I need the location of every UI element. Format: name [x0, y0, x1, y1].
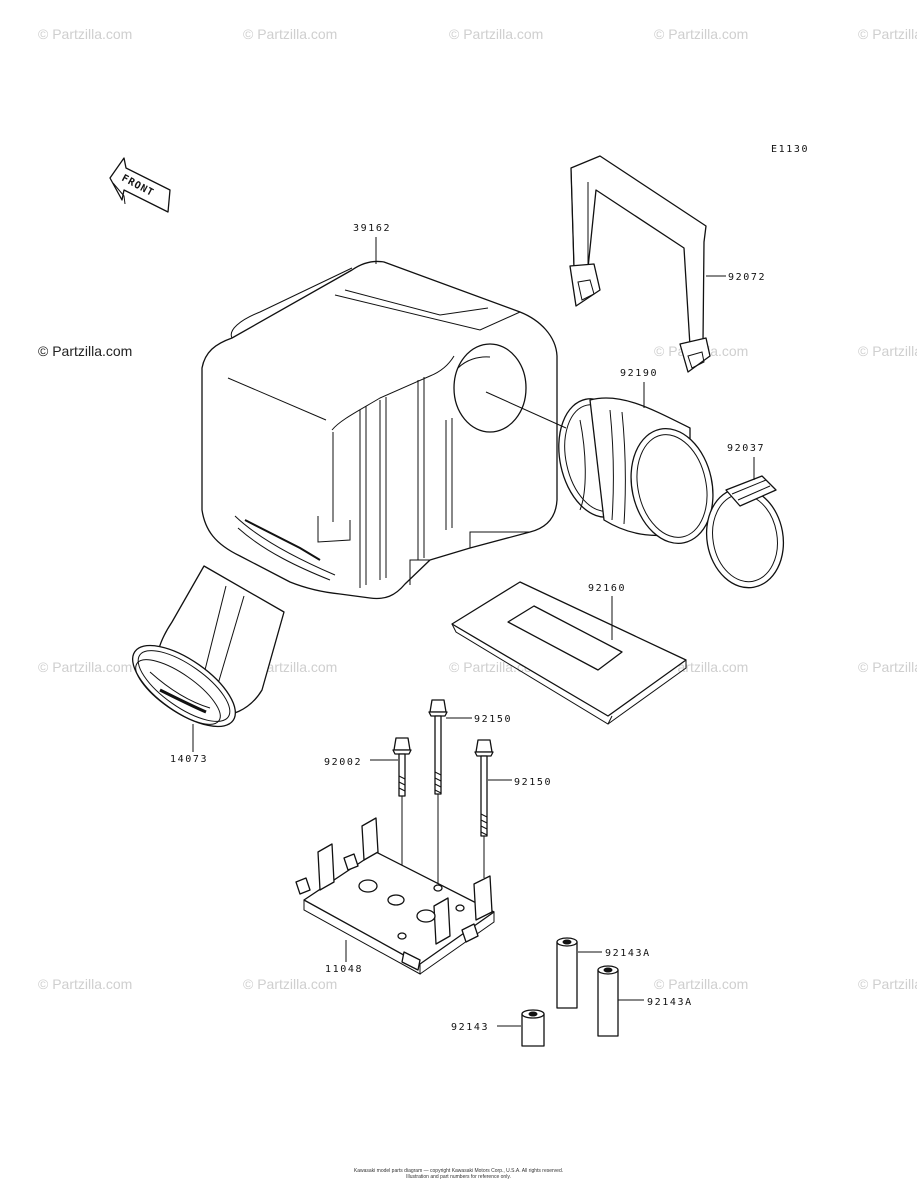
footer-line: Kawasaki model parts diagram — copyright…	[353, 1168, 564, 1174]
watermark: © Partzilla.com	[449, 26, 544, 42]
watermark: © Partzilla.com	[38, 26, 133, 42]
watermark: © Partzilla.com	[243, 26, 338, 42]
part-label: 92160	[588, 583, 626, 594]
copyright-footer: Kawasaki model parts diagram — copyright…	[0, 1168, 917, 1180]
part-label: 92072	[728, 272, 766, 283]
hose-clamp	[705, 475, 785, 589]
bolt	[428, 699, 448, 890]
part-label: 92150	[514, 777, 552, 788]
part-label: 92190	[620, 368, 658, 379]
part-label: 11048	[325, 964, 363, 975]
spacer-collar	[597, 965, 619, 1037]
watermark: © Partzilla.com	[654, 26, 749, 42]
front-arrow-icon: FRONT	[109, 157, 171, 213]
part-label: 14073	[170, 754, 208, 765]
watermark: © Partzilla.com	[858, 343, 917, 359]
watermark-strong: © Partzilla.com	[38, 343, 133, 359]
pad	[451, 581, 687, 725]
part-label: 92143A	[647, 997, 693, 1008]
watermark: © Partzilla.com	[858, 26, 917, 42]
watermark: © Partzilla.com	[38, 659, 133, 675]
spacer-collar	[556, 937, 578, 1009]
part-label: 92143A	[605, 948, 651, 959]
inlet-duct	[131, 565, 285, 728]
footer-line: Illustration and part numbers for refere…	[406, 1174, 511, 1180]
part-label: 92150	[474, 714, 512, 725]
diagram-code: E1130	[771, 144, 809, 155]
mounting-bracket	[295, 817, 495, 975]
air-cleaner-housing	[201, 260, 558, 600]
intake-duct	[558, 397, 714, 544]
part-label: 92002	[324, 757, 362, 768]
part-label: 92037	[727, 443, 765, 454]
bolt	[474, 739, 494, 878]
strap	[569, 155, 711, 373]
part-label: 92143	[451, 1022, 489, 1033]
part-label: 39162	[353, 223, 391, 234]
watermark: © Partzilla.com	[858, 659, 917, 675]
watermark: © Partzilla.com	[858, 976, 917, 992]
watermark: © Partzilla.com	[38, 976, 133, 992]
spacer-collar	[521, 1009, 545, 1047]
watermark: © Partzilla.com	[654, 976, 749, 992]
watermark: © Partzilla.com	[243, 976, 338, 992]
